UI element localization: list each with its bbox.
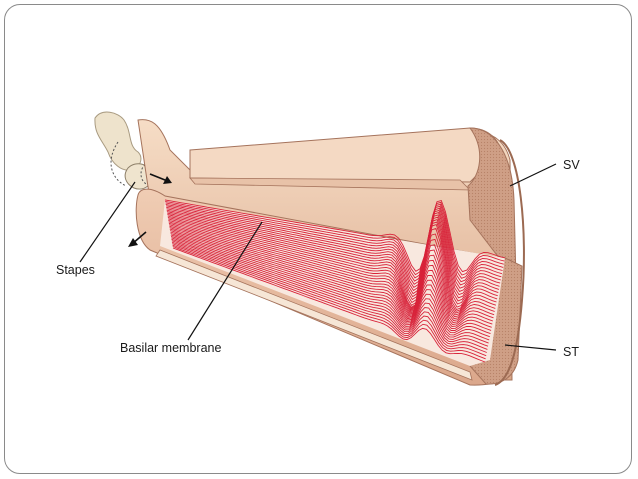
stapes-arrows xyxy=(128,173,172,247)
wave-line xyxy=(166,206,503,289)
wave-line xyxy=(168,218,498,312)
wave-line xyxy=(168,219,497,314)
wave-line xyxy=(172,247,486,363)
wave-line xyxy=(168,222,496,318)
stapes-label: Stapes xyxy=(56,263,95,277)
wave-line xyxy=(166,211,501,299)
wave-line xyxy=(168,224,495,320)
sv-label: SV xyxy=(563,158,580,172)
wave-line xyxy=(171,237,490,341)
wave-line xyxy=(171,240,489,347)
leader-lines xyxy=(79,163,557,351)
wave-line xyxy=(165,202,504,279)
wave-line xyxy=(165,203,504,283)
wave-line xyxy=(170,234,491,335)
wave-line xyxy=(172,243,487,353)
wave-line xyxy=(169,227,494,323)
sv-inner-surface xyxy=(467,127,517,282)
basilar-membrane xyxy=(160,199,506,366)
wave-line xyxy=(165,201,505,276)
wave-line xyxy=(169,225,495,321)
wave-line xyxy=(170,231,492,329)
scala-vestibuli-top xyxy=(189,127,501,183)
wave-line xyxy=(167,212,500,302)
wave-line xyxy=(172,244,487,357)
wave-line xyxy=(167,214,500,305)
wave-line xyxy=(168,221,497,316)
wave-line xyxy=(166,208,502,292)
wave-line xyxy=(169,230,493,327)
wave-line xyxy=(164,199,506,273)
wave-line xyxy=(172,246,486,360)
wave-line xyxy=(170,235,490,338)
wave-line xyxy=(170,233,492,331)
st-label: ST xyxy=(563,345,579,359)
wave-line xyxy=(166,209,501,296)
wave-line xyxy=(165,205,503,286)
ossicle-bone xyxy=(94,111,142,171)
wave-line xyxy=(169,228,494,325)
wave-line xyxy=(171,238,489,344)
wave-line xyxy=(167,215,499,308)
wave-line xyxy=(167,217,498,311)
wave-line xyxy=(171,241,488,350)
basilar-membrane-label: Basilar membrane xyxy=(120,341,222,355)
